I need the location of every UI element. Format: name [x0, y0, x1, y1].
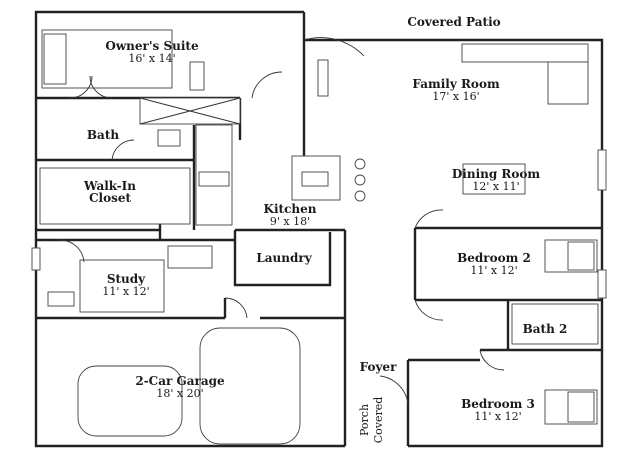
- walk-in-closet-title-2: Closet: [89, 191, 132, 205]
- bedroom3-dims: 11' x 12': [474, 410, 521, 423]
- porch-label-2: Covered: [372, 397, 385, 444]
- family-room-dims: 17' x 16': [432, 90, 479, 103]
- owners-suite-title: Owner's Suite: [105, 39, 199, 53]
- bedroom2-title: Bedroom 2: [457, 251, 531, 265]
- kitchen-title: Kitchen: [264, 202, 317, 216]
- bath2-title: Bath 2: [523, 322, 568, 336]
- study-dims: 11' x 12': [102, 285, 149, 298]
- doors: [59, 37, 505, 405]
- garage-dims: 18' x 20': [156, 387, 203, 400]
- fixtures: [31, 29, 607, 445]
- laundry-title: Laundry: [256, 251, 312, 265]
- bedroom3-title: Bedroom 3: [461, 397, 535, 411]
- room-labels: Covered Patio Owner's Suite 16' x 14' Fa…: [83, 15, 567, 443]
- dining-room-dims: 12' x 11': [472, 180, 519, 193]
- family-room-title: Family Room: [412, 77, 500, 91]
- bedroom2-dims: 11' x 12': [470, 264, 517, 277]
- kitchen-dims: 9' x 18': [270, 215, 310, 228]
- owners-suite-dims: 16' x 14': [128, 52, 175, 65]
- foyer-title: Foyer: [360, 360, 397, 374]
- dining-room-title: Dining Room: [452, 167, 541, 181]
- bath-title: Bath: [87, 128, 119, 142]
- walk-in-closet-title-1: Walk-In: [83, 179, 136, 193]
- study-title: Study: [107, 272, 146, 286]
- covered-patio-title: Covered Patio: [407, 15, 500, 29]
- garage-title: 2-Car Garage: [135, 374, 225, 388]
- porch-label-1: Porch: [358, 404, 371, 436]
